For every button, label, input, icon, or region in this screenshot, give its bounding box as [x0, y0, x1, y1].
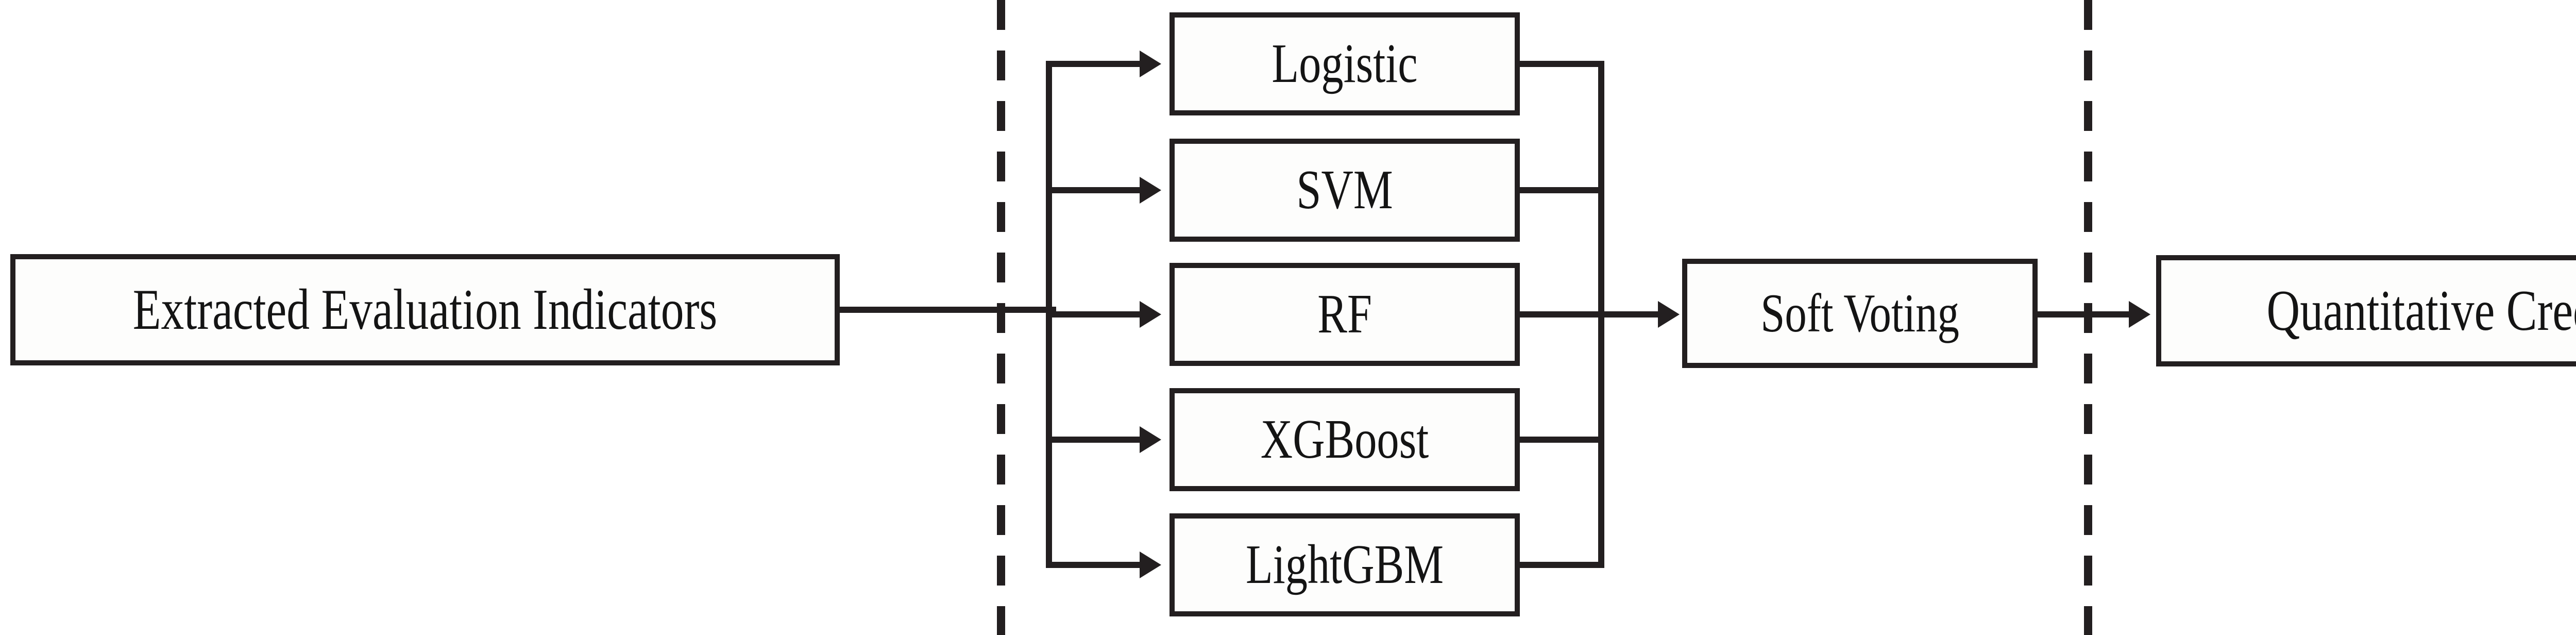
- node-soft-voting[interactable]: Soft Voting: [1682, 259, 2038, 368]
- right-dashed-separator: [2084, 0, 2092, 635]
- left-dashed-separator: [997, 0, 1005, 635]
- arrowhead-svm-icon: [1140, 177, 1161, 204]
- edge-fanout-to-xgboost: [1046, 437, 1144, 443]
- edge-fanout-to-lightgbm: [1046, 562, 1144, 568]
- edge-fanout-to-rf: [1046, 311, 1144, 318]
- node-label-lightgbm: LightGBM: [1245, 534, 1444, 595]
- arrowhead-output-icon: [2129, 301, 2150, 328]
- node-label-rf: RF: [1317, 283, 1372, 345]
- node-label-logistic: Logistic: [1272, 33, 1418, 94]
- node-quantitative-credit-risk[interactable]: Quantitative Credit Risk: [2156, 255, 2576, 366]
- node-svm[interactable]: SVM: [1170, 139, 1520, 242]
- edge-soft-voting-to-output: [2037, 311, 2129, 318]
- node-lightgbm[interactable]: LightGBM: [1170, 513, 1520, 616]
- node-label-svm: SVM: [1296, 159, 1393, 221]
- arrowhead-rf-icon: [1140, 301, 1161, 328]
- edge-merge-to-soft-voting: [1598, 311, 1659, 318]
- node-label-soft-voting: Soft Voting: [1760, 283, 1959, 343]
- node-extracted-evaluation-indicators[interactable]: Extracted Evaluation Indicators: [10, 254, 840, 365]
- arrowhead-lightgbm-icon: [1140, 552, 1161, 578]
- node-label-input: Extracted Evaluation Indicators: [132, 278, 718, 342]
- arrowhead-soft-voting-icon: [1658, 301, 1680, 328]
- arrowhead-xgboost-icon: [1140, 426, 1161, 453]
- edge-fanout-to-logistic: [1046, 61, 1144, 67]
- edge-lightgbm-to-merge: [1519, 562, 1604, 568]
- edge-rf-to-merge: [1519, 311, 1604, 318]
- edge-logistic-to-merge: [1519, 61, 1604, 67]
- node-xgboost[interactable]: XGBoost: [1170, 388, 1520, 491]
- edge-svm-to-merge: [1519, 187, 1604, 193]
- node-rf[interactable]: RF: [1170, 263, 1520, 366]
- edge-fanout-to-svm: [1046, 187, 1144, 193]
- edge-input-to-fanout: [840, 307, 1056, 313]
- node-label-xgboost: XGBoost: [1260, 409, 1429, 470]
- node-logistic[interactable]: Logistic: [1170, 12, 1520, 115]
- edge-xgboost-to-merge: [1519, 437, 1604, 443]
- node-label-output: Quantitative Credit Risk: [2266, 279, 2576, 343]
- arrowhead-logistic-icon: [1140, 51, 1161, 77]
